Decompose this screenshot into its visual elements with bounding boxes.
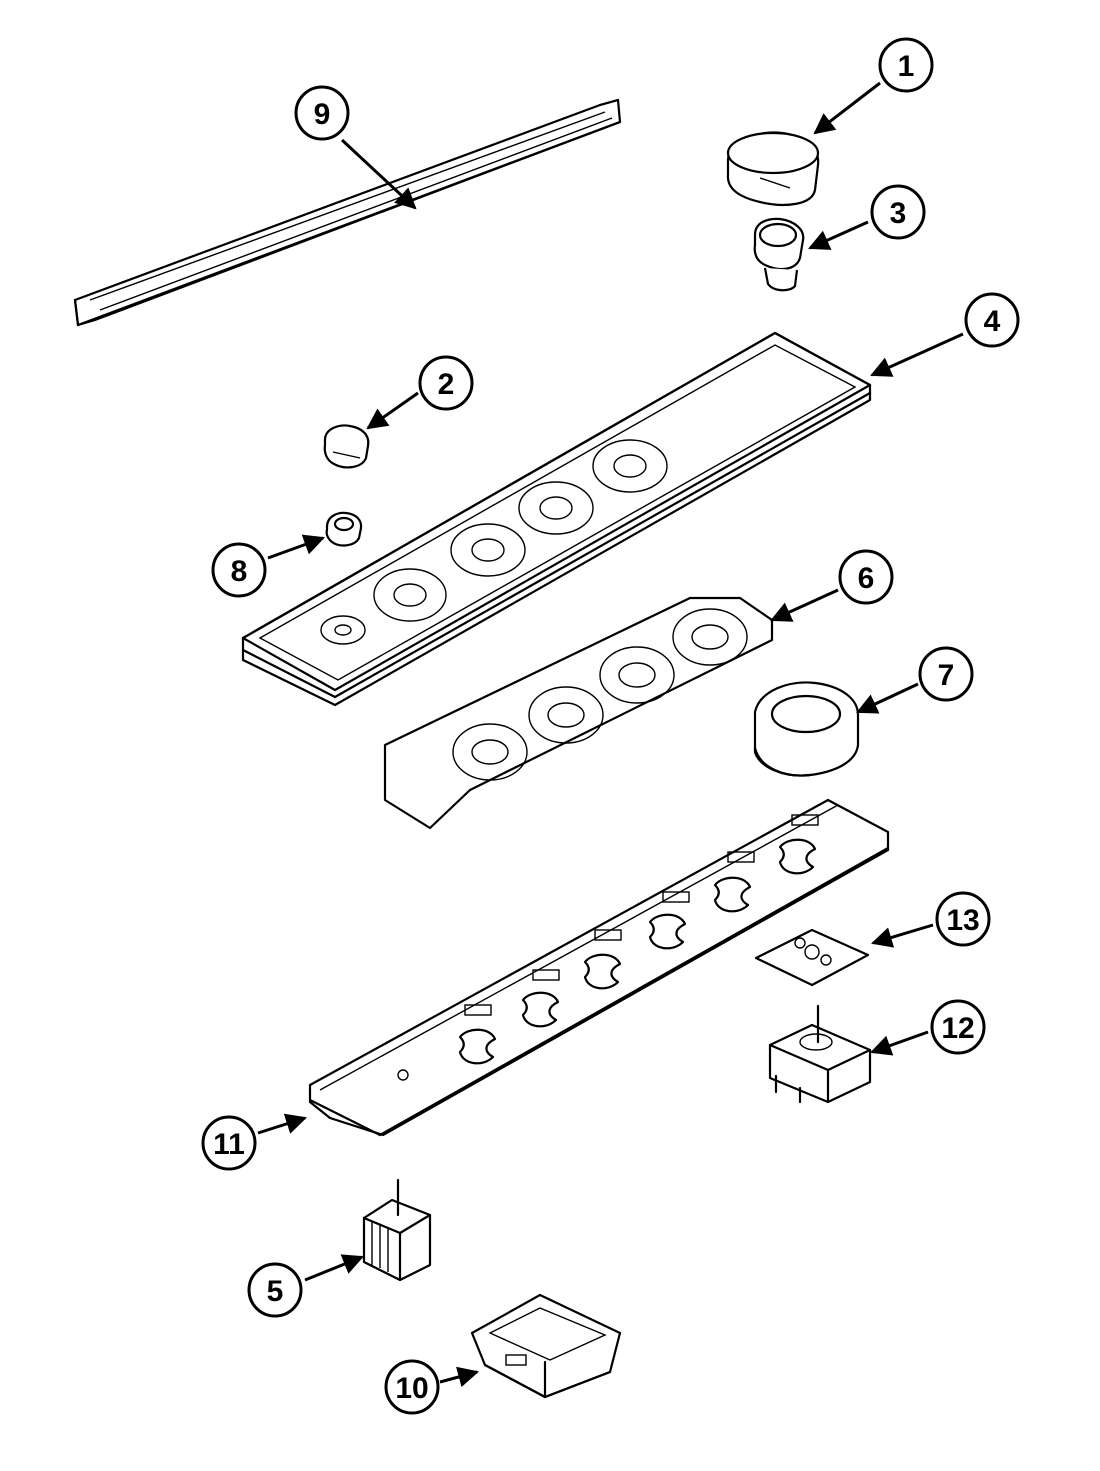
callout-6: 6 [838,549,894,605]
callout-8-label: 8 [231,555,248,588]
leader-11 [257,1113,308,1135]
callout-10-label: 10 [395,1372,428,1405]
callout-7-label: 7 [938,659,955,692]
callout-6-label: 6 [858,562,875,595]
callout-7: 7 [918,646,974,702]
part-1-knob [726,131,820,206]
leader-4 [870,332,964,377]
callout-leaders [257,81,964,1388]
part-7-spacer [753,681,860,777]
leader-12 [870,1030,929,1056]
callout-11-label: 11 [213,1128,245,1161]
callout-9-label: 9 [314,98,331,131]
callout-13: 13 [935,891,991,947]
callout-3-label: 3 [890,197,907,230]
gasket-rings [452,608,748,781]
panel-knob-openings [320,439,668,645]
part-8-grommet [325,511,363,547]
part-12-switch [768,1004,872,1104]
callout-11: 11 [201,1115,257,1171]
callout-3: 3 [870,184,926,240]
leader-6 [770,588,839,622]
part-2-cap [323,424,370,469]
leader-8 [267,534,325,560]
callout-5: 5 [247,1262,303,1318]
leader-5 [304,1254,364,1282]
leader-1 [813,81,881,135]
part-11-circuit-board [308,798,890,1137]
callout-13-label: 13 [946,904,979,937]
leader-9 [340,138,417,210]
part-13-insulator [754,928,870,987]
callout-9: 9 [294,85,350,141]
callout-4: 4 [964,292,1020,348]
leader-13 [870,923,934,948]
board-switch-contacts [458,814,819,1065]
callout-12: 12 [930,999,986,1055]
callout-5-label: 5 [267,1275,284,1308]
callouts: 1 2 3 4 5 6 7 8 [201,37,1020,1415]
callout-8: 8 [211,542,267,598]
callout-2: 2 [418,355,474,411]
part-10-housing-box [470,1293,622,1399]
part-3-small-knob [753,217,805,292]
callout-1: 1 [878,37,934,93]
part-6-gasket [383,596,774,830]
callout-10: 10 [384,1359,440,1415]
callout-12-label: 12 [941,1012,974,1045]
part-9-trim-strip [73,98,622,327]
part-5-heat-sink [362,1178,432,1282]
callout-2-label: 2 [438,368,455,401]
leader-2 [366,391,419,430]
leader-7 [856,682,919,714]
callout-4-label: 4 [984,305,1001,338]
callout-1-label: 1 [898,50,915,83]
part-4-control-panel [241,331,872,707]
leader-10 [439,1366,480,1388]
leader-3 [808,220,869,250]
